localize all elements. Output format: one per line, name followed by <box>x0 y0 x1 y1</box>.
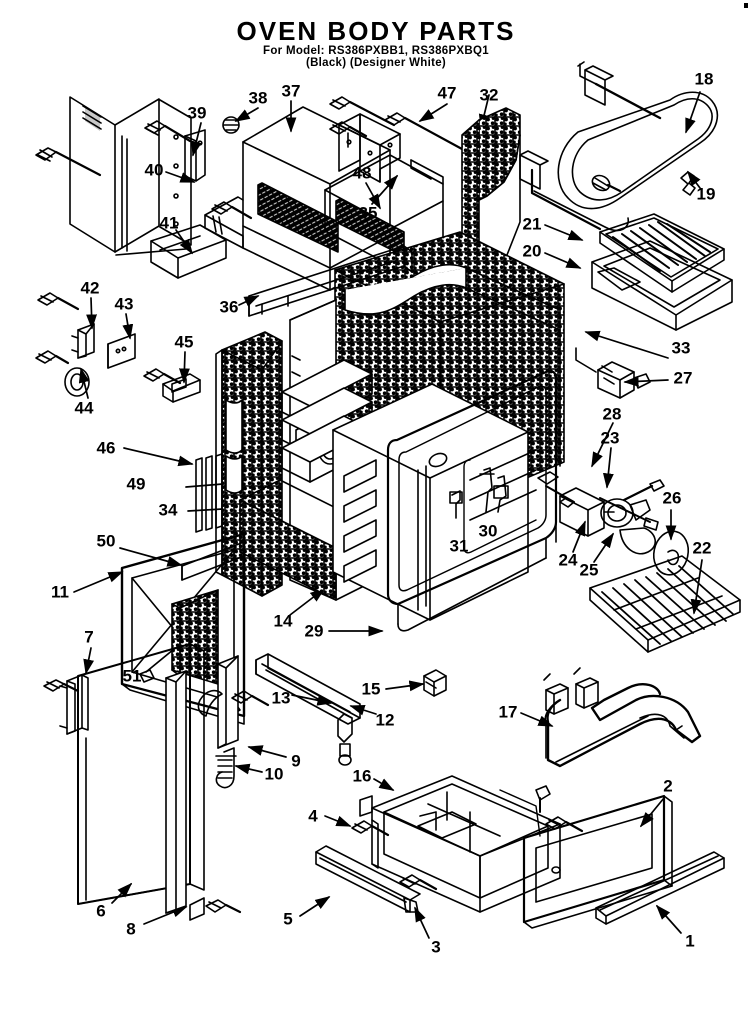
callout-16: 16 <box>352 766 372 786</box>
callout-44: 44 <box>74 398 94 418</box>
callout-11: 11 <box>51 582 69 602</box>
callout-37: 37 <box>281 81 301 101</box>
callout-34: 34 <box>158 500 178 520</box>
callout-3: 3 <box>431 937 441 957</box>
callout-51: 51 <box>122 666 142 686</box>
finish-line: (Black) (Designer White) <box>305 57 447 69</box>
model-line: For Model: RS386PXBB1, RS386PXBQ1 <box>263 45 489 57</box>
callout-22: 22 <box>692 538 712 558</box>
callout-19: 19 <box>696 184 716 204</box>
callout-36: 36 <box>219 297 239 317</box>
callout-6: 6 <box>96 901 106 921</box>
callout-35: 35 <box>358 203 378 223</box>
callout-31: 31 <box>449 536 469 556</box>
callout-25: 25 <box>579 560 599 580</box>
callout-17: 17 <box>498 702 518 722</box>
callout-9: 9 <box>291 751 301 771</box>
callout-39: 39 <box>187 103 207 123</box>
callout-33: 33 <box>671 338 691 358</box>
callout-43: 43 <box>114 294 134 314</box>
callout-41: 41 <box>159 213 179 233</box>
callout-30: 30 <box>478 521 498 541</box>
callout-42: 42 <box>80 278 100 298</box>
page-title: OVEN BODY PARTS <box>236 16 516 46</box>
callout-21: 21 <box>522 214 542 234</box>
callout-2: 2 <box>663 776 673 796</box>
callout-46: 46 <box>96 438 116 458</box>
callout-18: 18 <box>694 69 714 89</box>
callout-29: 29 <box>304 621 324 641</box>
callout-23: 23 <box>600 428 620 448</box>
callout-14: 14 <box>273 611 293 631</box>
callout-38: 38 <box>248 88 268 108</box>
callout-7: 7 <box>84 627 94 647</box>
callout-40: 40 <box>144 160 164 180</box>
callout-48: 48 <box>352 163 372 183</box>
callout-32: 32 <box>479 85 499 105</box>
callout-1: 1 <box>685 931 695 951</box>
callout-47: 47 <box>437 83 457 103</box>
callout-4: 4 <box>308 806 318 826</box>
callout-20: 20 <box>522 241 542 261</box>
callout-15: 15 <box>361 679 381 699</box>
callout-13: 13 <box>271 688 291 708</box>
callout-5: 5 <box>283 909 293 929</box>
callout-12: 12 <box>375 710 395 730</box>
callout-24: 24 <box>558 550 578 570</box>
callout-28: 28 <box>602 404 622 424</box>
corner-mark <box>744 3 748 8</box>
callout-26: 26 <box>662 488 682 508</box>
callout-45: 45 <box>174 332 194 352</box>
callout-27: 27 <box>673 368 693 388</box>
callout-49: 49 <box>126 474 146 494</box>
callout-8: 8 <box>126 919 136 939</box>
callout-50: 50 <box>96 531 116 551</box>
callout-10: 10 <box>264 764 284 784</box>
